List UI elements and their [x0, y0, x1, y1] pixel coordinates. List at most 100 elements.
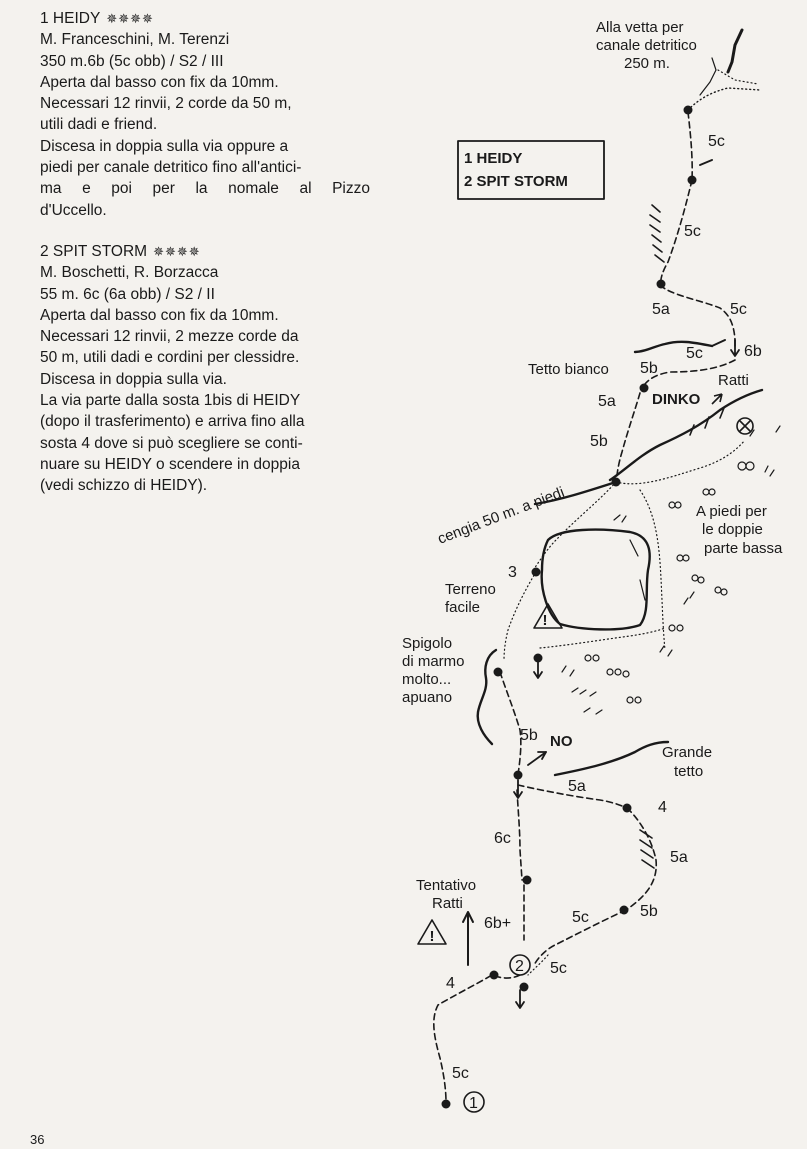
- rock-edge: [699, 159, 713, 166]
- belay-dot: [531, 567, 541, 577]
- arete-label: di marmo: [402, 653, 465, 670]
- path-dotted: [503, 571, 537, 661]
- rock-detail: [629, 539, 646, 601]
- pitch-grade: 5a: [652, 301, 670, 318]
- pitch-grade: 5c: [550, 960, 567, 977]
- dinko-label: DINKO: [652, 391, 701, 408]
- rock-hatch: [649, 204, 665, 263]
- descent-label: parte bassa: [704, 540, 783, 557]
- route-line: [615, 392, 641, 483]
- belay-dot: [489, 970, 499, 980]
- belay-dot: [622, 803, 632, 813]
- route-line: d'Uccello.: [40, 201, 107, 219]
- route-line: [659, 179, 693, 286]
- route-line: [687, 111, 693, 181]
- warning-mark: !: [543, 612, 548, 629]
- rating-stars-icon: ✵✵✵✵: [153, 243, 201, 259]
- route-line: 55 m. 6c (6a obb) / S2 / II: [40, 285, 215, 303]
- summit-label: canale detritico: [596, 37, 697, 54]
- terrain-label: Terreno: [445, 581, 496, 598]
- belay-dot: [522, 875, 532, 885]
- up-arrow: [462, 911, 474, 923]
- belay-dot: [687, 175, 697, 185]
- arete-label: molto...: [402, 671, 451, 688]
- summit-label: 250 m.: [624, 55, 670, 72]
- path-dotted: [687, 87, 761, 111]
- rappel-arrow: [515, 989, 525, 1009]
- belay-dot: [683, 105, 693, 115]
- route-line: [644, 359, 736, 385]
- route-line: M. Boschetti, R. Borzacca: [40, 264, 219, 282]
- belay-number: 2: [515, 958, 524, 975]
- route-heidy: 1 HEIDY ✵✵✵✵ M. Franceschini, M. Terenzi…: [40, 8, 370, 221]
- pitch-grade: 5c: [708, 133, 725, 150]
- route-line: (dopo il trasferimento) e arriva fino al…: [40, 413, 305, 431]
- pitch-grade: 5b: [640, 360, 658, 377]
- route-line: [499, 671, 522, 776]
- route-title: 1 HEIDY ✵✵✵✵: [40, 8, 370, 29]
- no-entry-icon: [739, 420, 751, 432]
- pitch-grade: 6b+: [484, 915, 511, 932]
- belay-dot: [441, 1099, 451, 1109]
- pitch-grade: 5c: [686, 345, 703, 362]
- rock-edge: [699, 57, 717, 96]
- path-dotted: [531, 481, 617, 573]
- path-dotted: [639, 489, 666, 651]
- attempt-label: Ratti: [432, 895, 463, 912]
- legend-box: [457, 140, 605, 200]
- arete-edge: [476, 648, 498, 746]
- descent-label: A piedi per: [696, 503, 767, 520]
- ledge-line: [533, 480, 618, 506]
- belay-dot: [533, 653, 543, 663]
- legend-item: 1 HEIDY: [464, 150, 522, 167]
- pitch-grade: 5c: [730, 301, 747, 318]
- pitch-grade: 5b: [520, 727, 538, 744]
- pitch-grade: 5a: [568, 778, 586, 795]
- pitch-grade: 6b: [744, 343, 762, 360]
- belay-dot: [619, 905, 629, 915]
- belay-circle-1: [463, 1091, 485, 1113]
- terrain-label: facile: [445, 599, 480, 616]
- route-line: La via parte dalla sosta 1bis di HEIDY: [40, 392, 301, 410]
- arete-label: Spigolo: [402, 635, 452, 652]
- belay-dot: [493, 667, 503, 677]
- route-line: 50 m, utili dadi e cordini per clessidre…: [40, 349, 300, 367]
- roof-edge: [608, 388, 764, 482]
- page-number: 36: [30, 1132, 45, 1147]
- no-label: NO: [550, 733, 573, 750]
- belay-number: 4: [446, 975, 455, 992]
- summit-label: Alla vetta per: [596, 19, 684, 36]
- belay-number: 3: [508, 564, 517, 581]
- route-line: Necessari 12 rinvii, 2 mezze corde da: [40, 328, 299, 346]
- pitch-grade: 5c: [572, 909, 589, 926]
- route-line: [659, 284, 736, 341]
- pitch-grade: 5a: [670, 849, 688, 866]
- belay-dot: [611, 477, 621, 487]
- pitch-grade: 5b: [590, 433, 608, 450]
- route-line: [432, 974, 521, 1103]
- rock-edge: [726, 28, 744, 74]
- route-line: 350 m.6b (5c obb) / S2 / III: [40, 52, 224, 70]
- route-line: M. Franceschini, M. Terenzi: [40, 31, 230, 49]
- route-line: Discesa in doppia sulla via oppure a: [40, 137, 289, 155]
- route-name: 1 HEIDY: [40, 10, 101, 27]
- belay-dot: [513, 770, 523, 780]
- route-line: Aperta dal basso con fix da 10mm.: [40, 73, 279, 91]
- rock-hatch: [689, 407, 725, 436]
- warning-icon: [417, 919, 447, 945]
- pitch-grade: 5c: [684, 223, 701, 240]
- ledge-label: cengia 50 m. a piedi: [435, 484, 566, 548]
- route-title: 2 SPIT STORM ✵✵✵✵: [40, 241, 370, 262]
- attempt-label: Tentativo: [416, 877, 476, 894]
- belay-dots: [441, 105, 697, 1109]
- roof-label: Tetto bianco: [528, 361, 609, 378]
- belay-number: 1: [469, 1095, 478, 1112]
- route-spit-storm: 2 SPIT STORM ✵✵✵✵ M. Boschetti, R. Borza…: [40, 241, 370, 497]
- route-line: [533, 909, 627, 966]
- belay-dot: [639, 383, 649, 393]
- pitch-grade: 6c: [494, 830, 511, 847]
- arete-label: apuano: [402, 689, 452, 706]
- no-arrow: [527, 751, 547, 766]
- dinko-arrow: [711, 393, 723, 405]
